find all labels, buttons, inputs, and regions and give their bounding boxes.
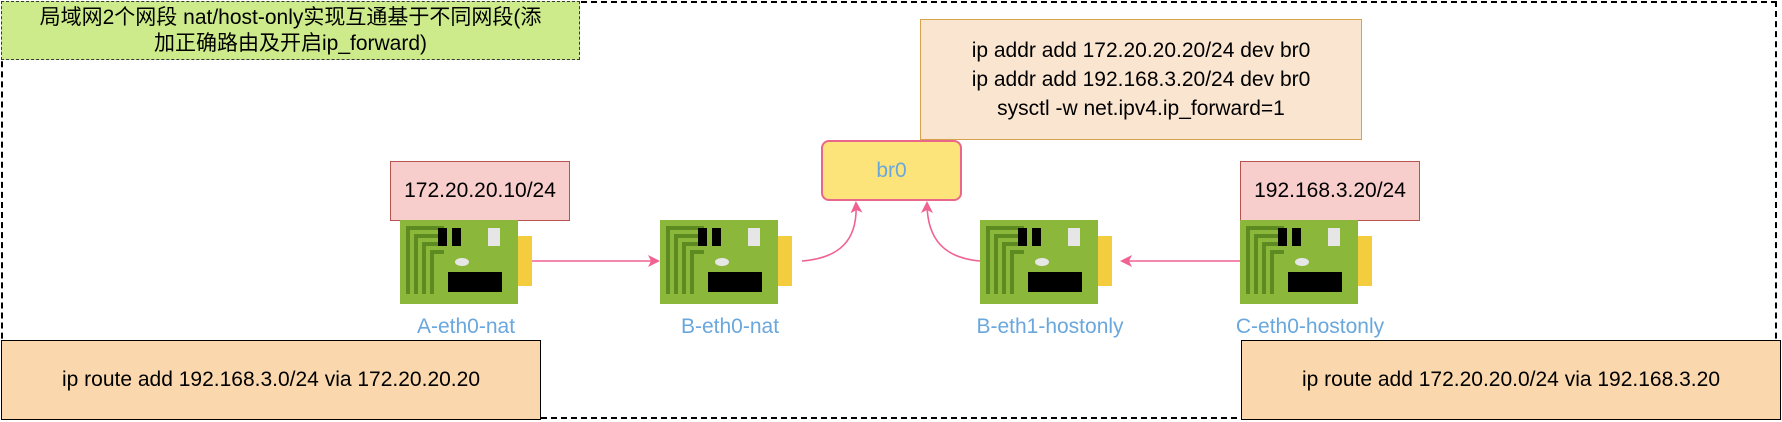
nic-label-b0: B-eth0-nat bbox=[680, 315, 780, 338]
arrow-b0-to-br0 bbox=[801, 201, 863, 262]
route-note-left: ip route add 192.168.3.0/24 via 172.20.2… bbox=[1, 340, 541, 420]
command-line-1: ip addr add 172.20.20.20/24 dev br0 bbox=[971, 39, 1311, 62]
title-line-1: 局域网2个网段 nat/host-only实现互通基于不同网段(添 bbox=[39, 5, 542, 29]
network-card-icon bbox=[1240, 220, 1372, 304]
network-card-icon bbox=[400, 220, 532, 304]
command-line-3: sysctl -w net.ipv4.ip_forward=1 bbox=[997, 97, 1285, 120]
ip-label-a: 172.20.20.10/24 bbox=[390, 161, 570, 221]
network-card-icon bbox=[660, 220, 792, 304]
command-line-2: ip addr add 192.168.3.20/24 dev br0 bbox=[971, 68, 1311, 91]
nic-label-b1: B-eth1-hostonly bbox=[976, 315, 1124, 338]
arrow-b1-to-br0 bbox=[921, 201, 981, 262]
nic-label-a: A-eth0-nat bbox=[416, 315, 516, 338]
network-card-icon bbox=[980, 220, 1112, 304]
bridge-br0-node: br0 bbox=[821, 140, 962, 201]
diagram-title: 局域网2个网段 nat/host-only实现互通基于不同网段(添 加正确路由及… bbox=[1, 1, 580, 60]
ip-label-c: 192.168.3.20/24 bbox=[1240, 161, 1420, 221]
bridge-commands-note: ip addr add 172.20.20.20/24 dev br0 ip a… bbox=[920, 19, 1362, 140]
route-note-right: ip route add 172.20.20.0/24 via 192.168.… bbox=[1241, 340, 1781, 420]
title-line-2: 加正确路由及开启ip_forward) bbox=[153, 31, 428, 55]
nic-label-c: C-eth0-hostonly bbox=[1235, 315, 1385, 338]
